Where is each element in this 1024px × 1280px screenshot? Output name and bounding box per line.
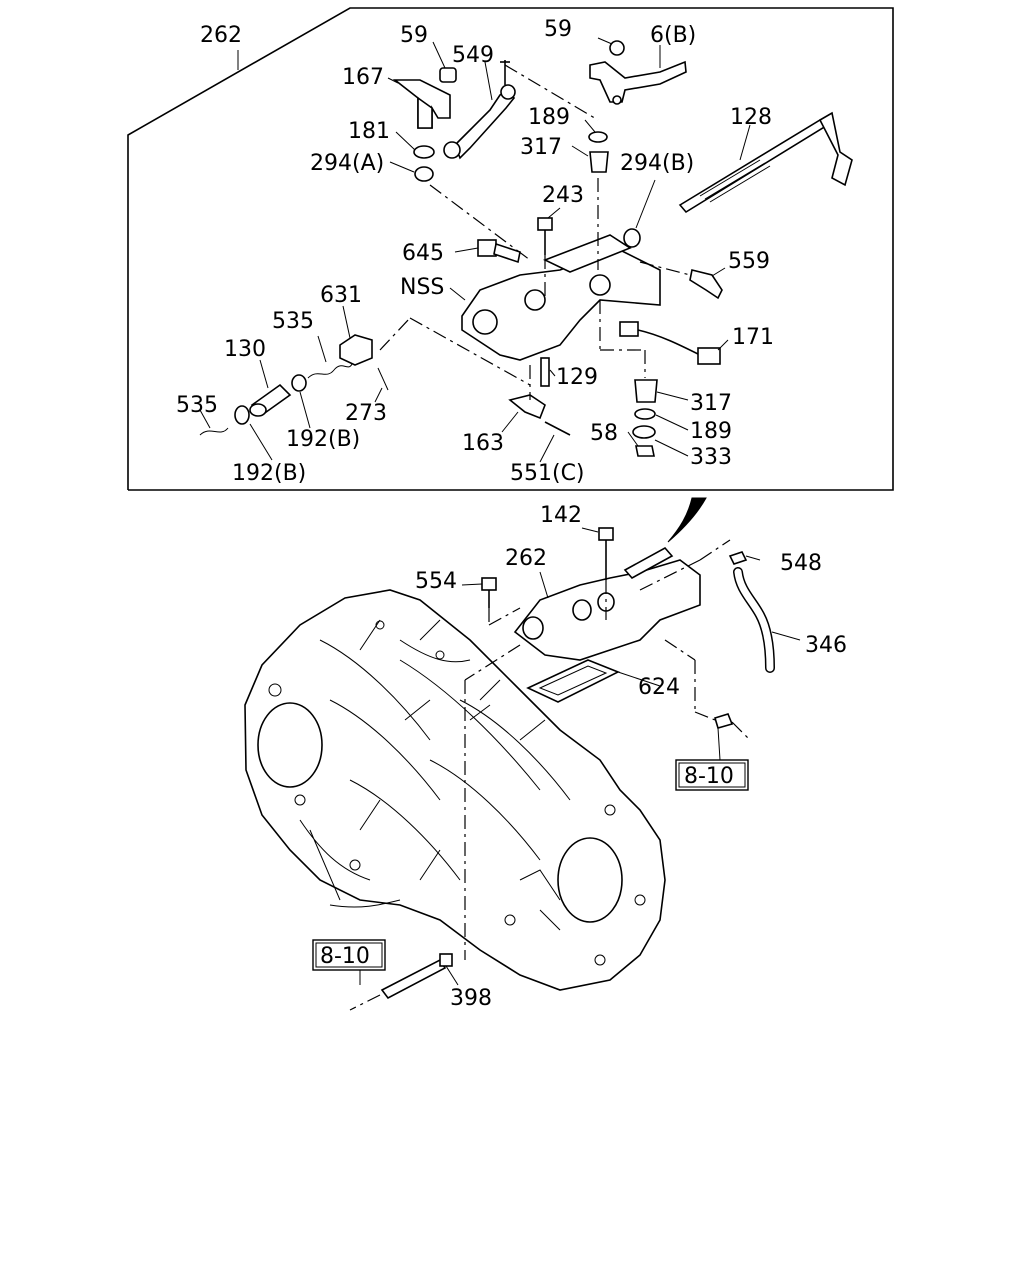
shaft-128 bbox=[678, 111, 853, 214]
callout-624: 624 bbox=[638, 675, 680, 700]
callout-333: 333 bbox=[690, 445, 732, 470]
callout-559: 559 bbox=[728, 249, 770, 274]
callout-nss: NSS bbox=[400, 275, 444, 300]
callout-645: 645 bbox=[402, 241, 444, 266]
callout-181: 181 bbox=[348, 119, 390, 144]
detail-pointer-arrow bbox=[667, 497, 707, 543]
callout-189-top: 189 bbox=[528, 105, 570, 130]
bracket-167 bbox=[392, 67, 457, 129]
leader-lines-upper bbox=[199, 37, 751, 463]
reference-label-left: 8-10 bbox=[320, 944, 370, 969]
callout-554: 554 bbox=[415, 569, 457, 594]
callout-398: 398 bbox=[450, 986, 492, 1011]
detent-assembly bbox=[199, 334, 389, 436]
callout-6b: 6(B) bbox=[650, 23, 696, 48]
callout-129: 129 bbox=[556, 365, 598, 390]
callout-59-b: 59 bbox=[544, 17, 572, 42]
sensor-171 bbox=[619, 321, 721, 365]
callout-273: 273 bbox=[345, 401, 387, 426]
callout-192b-b: 192(B) bbox=[232, 461, 306, 486]
arm-6b bbox=[589, 40, 687, 105]
callout-317-top: 317 bbox=[520, 135, 562, 160]
callout-59-a: 59 bbox=[400, 23, 428, 48]
callout-262-top: 262 bbox=[200, 23, 242, 48]
switch-645 bbox=[477, 239, 521, 264]
callout-142: 142 bbox=[540, 503, 582, 528]
callout-243: 243 bbox=[542, 183, 584, 208]
callout-294a: 294(A) bbox=[310, 151, 384, 176]
reference-box-left[interactable]: 8-10 bbox=[312, 939, 386, 971]
callout-167: 167 bbox=[342, 65, 384, 90]
detail-frame bbox=[127, 7, 894, 491]
callout-535-b: 535 bbox=[176, 393, 218, 418]
callout-163: 163 bbox=[462, 431, 504, 456]
callout-262-mid: 262 bbox=[505, 546, 547, 571]
gasket-624 bbox=[526, 659, 620, 703]
callout-171: 171 bbox=[732, 325, 774, 350]
callout-189-bot: 189 bbox=[690, 419, 732, 444]
callout-631: 631 bbox=[320, 283, 362, 308]
callout-317-bot: 317 bbox=[690, 391, 732, 416]
callout-294b: 294(B) bbox=[620, 151, 694, 176]
control-box-262 bbox=[513, 546, 701, 661]
reference-box-right[interactable]: 8-10 bbox=[675, 759, 749, 791]
callout-192b-a: 192(B) bbox=[286, 427, 360, 452]
callout-551c: 551(C) bbox=[510, 461, 585, 486]
callout-346: 346 bbox=[805, 633, 847, 658]
callout-128: 128 bbox=[730, 105, 772, 130]
bolt-243 bbox=[537, 217, 553, 255]
callout-58: 58 bbox=[590, 421, 618, 446]
rod-549 bbox=[443, 60, 516, 160]
callout-535-a: 535 bbox=[272, 309, 314, 334]
transmission-assembly bbox=[244, 589, 666, 991]
shift-linkage-detail bbox=[199, 40, 853, 457]
housing-nss bbox=[461, 234, 661, 361]
leader-lines-lower bbox=[359, 527, 801, 986]
callout-130: 130 bbox=[224, 337, 266, 362]
callout-549: 549 bbox=[452, 43, 494, 68]
callout-548: 548 bbox=[780, 551, 822, 576]
reference-label-right: 8-10 bbox=[684, 764, 734, 789]
